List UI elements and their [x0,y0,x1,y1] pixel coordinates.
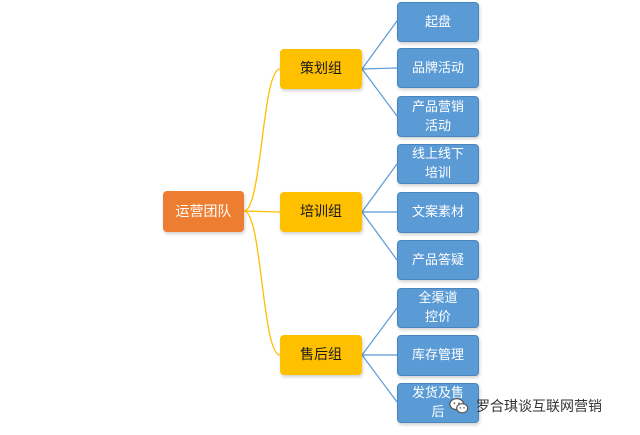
wechat-icon [449,398,469,414]
group-node-training: 培训组 [280,192,362,232]
leaf-node: 品牌活动 [397,48,479,88]
leaf-label: 产品答疑 [411,252,464,268]
leaf-node: 产品答疑 [397,240,479,280]
leaf-node: 库存管理 [397,335,479,376]
leaf-label: 发货及售后 [411,386,464,420]
leaf-label: 产品营销活动 [411,99,464,134]
leaf-node: 线上线下培训 [397,144,479,184]
group-label: 策划组 [300,61,342,77]
leaf-label: 库存管理 [411,348,464,363]
connector-root-aftersales [243,210,281,356]
leaf-label: 起盘 [424,14,451,30]
leaf-node: 全渠道控价 [397,288,479,328]
watermark: 罗合琪谈互联网营销 [448,392,636,420]
root-label: 运营团队 [175,203,232,220]
root-node: 运营团队 [163,191,244,232]
connector-planning-leaf-1 [361,20,398,70]
leaf-node: 产品营销活动 [397,96,479,137]
leaf-label: 全渠道控价 [418,291,458,325]
connector-training-leaf-3 [361,211,398,261]
group-label: 培训组 [300,204,342,220]
connector-planning-leaf-2 [361,67,398,70]
connector-root-planning [243,68,281,212]
connector-planning-leaf-3 [361,68,398,117]
leaf-node: 起盘 [397,2,479,42]
connector-aftersales-leaf-3 [361,354,398,403]
connector-training-leaf-1 [361,163,398,213]
leaf-node: 发货及售后 [397,383,479,423]
leaf-node: 文案素材 [397,192,479,233]
group-node-aftersales: 售后组 [280,335,362,375]
connector-aftersales-leaf-1 [361,307,398,356]
connector-root-training [243,210,281,213]
leaf-label: 品牌活动 [411,60,464,76]
watermark-text: 罗合琪谈互联网营销 [476,399,602,415]
leaf-label: 线上线下培训 [411,147,464,181]
group-label: 售后组 [300,347,342,363]
group-node-planning: 策划组 [280,49,362,89]
leaf-label: 文案素材 [411,205,464,220]
